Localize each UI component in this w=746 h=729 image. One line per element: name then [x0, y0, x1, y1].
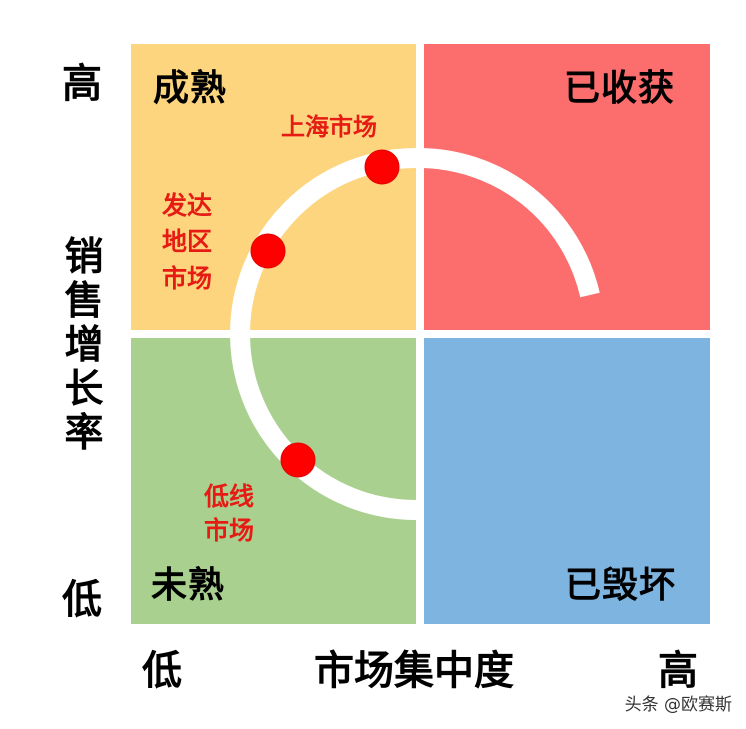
- y-title-char: 率: [64, 411, 104, 456]
- x-axis-low: 低: [142, 648, 182, 694]
- quadrant-immature: [131, 338, 416, 624]
- label-lowtier-line1: 低线: [204, 482, 255, 511]
- label-developed-line1: 发达: [162, 191, 213, 220]
- quadrant-label-destroyed: 已毁坏: [565, 565, 677, 606]
- y-title-char: 增: [64, 323, 104, 368]
- y-axis-high: 高: [62, 61, 102, 107]
- quadrant-mature: [131, 44, 416, 330]
- y-title-char: 售: [64, 279, 104, 324]
- quadrant-label-immature: 未熟: [151, 565, 226, 606]
- quadrant-label-harvested: 已收获: [564, 68, 676, 109]
- point-developed: [250, 233, 286, 269]
- watermark: 头条 @欧赛斯: [624, 695, 732, 715]
- x-axis-title: 市场集中度: [314, 648, 514, 694]
- y-title-char: 长: [64, 367, 104, 412]
- quadrant-harvested: [424, 44, 710, 330]
- label-lowtier-line2: 市场: [204, 515, 255, 545]
- quadrant-label-mature: 成熟: [153, 68, 228, 109]
- x-axis-high: 高: [658, 648, 698, 694]
- label-lowtier-market: 低线 市场: [204, 480, 254, 548]
- y-axis-title: 销 售 增 长 率: [62, 236, 106, 456]
- label-shanghai-market: 上海市场: [281, 113, 377, 141]
- label-developed-line3: 市场: [162, 263, 213, 293]
- quadrant-destroyed: [424, 338, 710, 624]
- y-title-char: 销: [64, 235, 104, 280]
- point-lowtier: [280, 442, 316, 478]
- y-axis-low: 低: [62, 577, 102, 623]
- point-shanghai: [364, 149, 400, 185]
- label-developed-line2: 地区: [162, 227, 213, 257]
- label-developed-market: 发达 地区 市场: [162, 188, 212, 297]
